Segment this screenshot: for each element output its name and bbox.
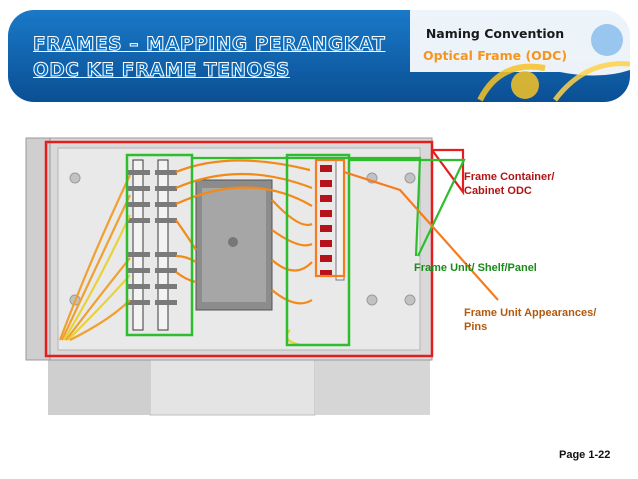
header-label: Naming Convention xyxy=(425,26,565,41)
header-sublabel: Optical Frame (ODC) xyxy=(422,48,568,63)
frame-container-label: Frame Container/ Cabinet ODC xyxy=(464,171,555,197)
unit-leader-line-left xyxy=(192,156,422,257)
frame-unit-outline-right xyxy=(285,153,351,347)
header-banner xyxy=(8,10,631,102)
frame-container-outline xyxy=(44,140,434,358)
pins-leader-line xyxy=(343,170,499,301)
left-panel-connectors xyxy=(132,159,169,331)
cabinet-stand xyxy=(149,354,316,416)
frame-unit-appearances-label: Frame Unit Appearances/ Pins xyxy=(464,307,597,333)
container-leader-line xyxy=(431,148,465,196)
slide-title-line-2: ODC KE FRAME TENOSS xyxy=(33,60,290,82)
frame-unit-outline-left xyxy=(125,153,194,337)
page-number: Page 1-22 xyxy=(559,449,611,461)
unit-leader-line-right xyxy=(349,158,466,257)
logo-swoosh xyxy=(477,24,631,102)
pins-outline xyxy=(314,158,346,278)
frame-unit-label: Frame Unit/ Shelf/Panel xyxy=(414,262,537,274)
slide-title-line-1: FRAMES – MAPPING PERANGKAT xyxy=(32,34,386,56)
fiber-cables xyxy=(58,159,313,347)
right-panel-pins xyxy=(320,165,332,277)
